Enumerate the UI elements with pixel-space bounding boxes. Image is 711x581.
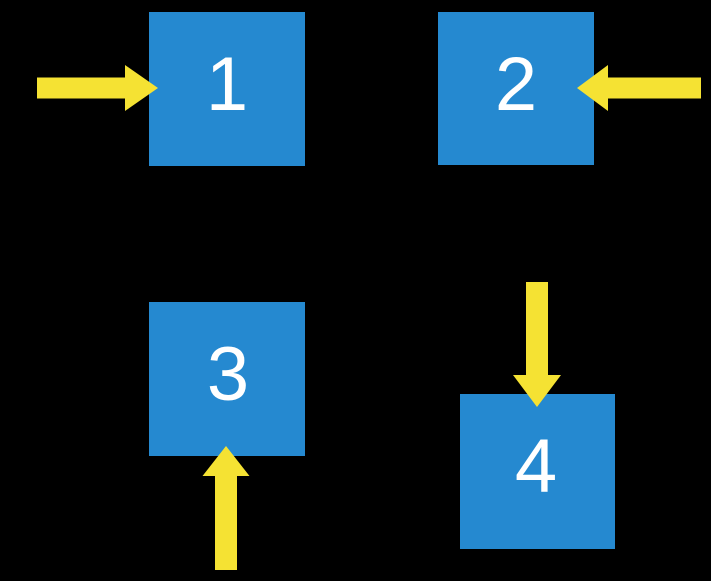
- square-2: [438, 12, 594, 165]
- arrow-up-icon: [202, 446, 250, 570]
- square-3: [149, 302, 305, 456]
- square-2-number: 2: [495, 42, 537, 127]
- square-1-number: 1: [206, 42, 248, 127]
- square-4: [460, 394, 615, 549]
- square-4-number: 4: [515, 424, 557, 509]
- square-1: [149, 12, 305, 166]
- arrow-right-icon: [37, 65, 158, 111]
- arrow-down-icon: [513, 282, 561, 407]
- square-3-number: 3: [207, 332, 249, 417]
- arrow-left-icon: [577, 65, 701, 111]
